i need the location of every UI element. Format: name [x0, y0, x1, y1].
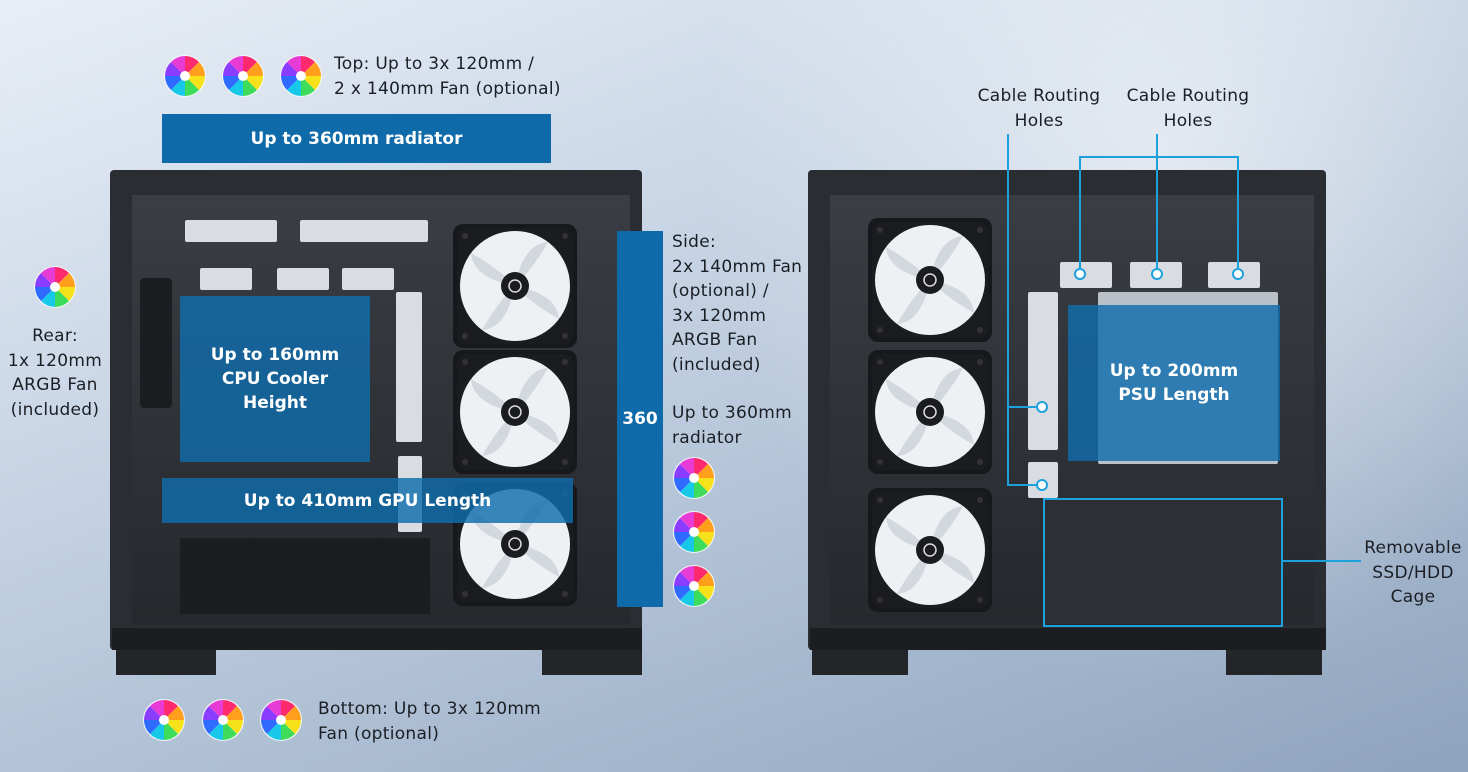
drive-cage-plate [1044, 500, 1282, 624]
side-fans-label: Side: 2x 140mm Fan (optional) / 3x 120mm… [672, 230, 802, 377]
callout-line [1009, 484, 1039, 486]
drive-cage-line1: Removable [1364, 538, 1462, 558]
cable-cutout [1028, 292, 1058, 450]
side-fans-line6: (included) [672, 354, 761, 375]
motherboard-cutout [200, 268, 252, 290]
motherboard-cutout [300, 220, 428, 242]
rear-fan-line2: 1x 120mm [7, 350, 103, 371]
rgb-fan-icon [672, 564, 716, 608]
rgb-fan-icon [672, 510, 716, 554]
left-psu-shroud [180, 538, 430, 614]
psu-length-overlay: Up to 200mm PSU Length [1068, 305, 1280, 461]
motherboard-cutout [342, 268, 394, 290]
rear-fan-line4: (included) [10, 399, 100, 420]
callout-line [1007, 134, 1009, 486]
cable-routing-2-line2: Holes [1163, 110, 1213, 131]
bottom-fans-label: Bottom: Up to 3x 120mm Fan (optional) [318, 697, 541, 746]
top-fans-line1: Top: Up to 3x 120mm / [334, 54, 535, 74]
cable-routing-1-line2: Holes [1014, 110, 1064, 131]
rear-side-fan [868, 218, 992, 342]
callout-line [1237, 156, 1239, 268]
side-fans-line3: (optional) / [672, 281, 769, 301]
top-fans-line2: 2 x 140mm Fan (optional) [334, 78, 561, 99]
cpu-cooler-overlay: Up to 160mm CPU Cooler Height [180, 296, 370, 462]
side-fan [453, 350, 577, 474]
motherboard-cutout [277, 268, 329, 290]
rear-side-fan [868, 350, 992, 474]
side-radiator-bar: 360 [617, 231, 663, 607]
drive-cage-outline [1043, 498, 1283, 627]
cpu-cooler-line2: CPU Cooler [221, 369, 329, 389]
drive-cage-line2: SSD/HDD [1372, 562, 1454, 583]
drive-cage-line3: Cage [1390, 587, 1436, 607]
psu-length-line1: Up to 200mm [1109, 361, 1239, 381]
rear-fan-line3: ARGB Fan [12, 375, 98, 395]
side-fans-line1: Side: [672, 232, 716, 252]
callout-marker [1151, 268, 1163, 280]
callout-marker [1036, 479, 1048, 491]
cable-routing-1-line1: Cable Routing [977, 86, 1101, 106]
top-fans-label: Top: Up to 3x 120mm / 2 x 140mm Fan (opt… [334, 52, 561, 101]
side-fans-line5: ARGB Fan [672, 330, 758, 350]
left-case-foot [116, 650, 216, 675]
right-case-base-rail [810, 628, 1326, 650]
callout-line [1079, 156, 1081, 268]
motherboard-cutout [185, 220, 277, 242]
top-radiator-bar: Up to 360mm radiator [162, 114, 551, 163]
right-case-foot [1226, 650, 1322, 675]
side-fans-line2: 2x 140mm Fan [672, 256, 803, 277]
motherboard-cutout [396, 292, 422, 442]
callout-line [1156, 134, 1158, 268]
rear-side-fan [868, 488, 992, 612]
drive-cage-label: Removable SSD/HDD Cage [1360, 536, 1466, 610]
right-case-foot [812, 650, 908, 675]
side-fans-line4: 3x 120mm [672, 305, 767, 326]
rgb-fan-icon [163, 54, 207, 98]
bottom-fans-line2: Fan (optional) [318, 723, 440, 744]
rear-fan-line1: Rear: [32, 326, 78, 346]
callout-marker [1074, 268, 1086, 280]
cpu-cooler-line3: Height [243, 393, 307, 413]
rgb-fan-icon [142, 698, 186, 742]
side-radiator-label: Up to 360mm radiator [672, 401, 792, 450]
rear-fan-mount [140, 278, 172, 408]
rear-fan-label: Rear: 1x 120mm ARGB Fan (included) [4, 324, 106, 422]
rgb-fan-icon [672, 456, 716, 500]
cpu-cooler-line1: Up to 160mm [210, 345, 340, 365]
cable-routing-label-2: Cable Routing Holes [1117, 84, 1259, 133]
left-case-foot [542, 650, 642, 675]
callout-marker [1036, 401, 1048, 413]
callout-marker [1232, 268, 1244, 280]
rgb-fan-icon [33, 265, 77, 309]
rgb-fan-icon [221, 54, 265, 98]
gpu-length-overlay: Up to 410mm GPU Length [162, 478, 573, 523]
callout-line [1009, 406, 1039, 408]
rgb-fan-icon [279, 54, 323, 98]
cable-routing-label-1: Cable Routing Holes [968, 84, 1110, 133]
side-radiator-line2: radiator [672, 427, 742, 448]
cable-routing-2-line1: Cable Routing [1126, 86, 1250, 106]
side-radiator-line1: Up to 360mm [672, 403, 792, 423]
psu-length-line2: PSU Length [1118, 385, 1230, 405]
side-fan [453, 224, 577, 348]
cable-cutout [1060, 262, 1112, 288]
rgb-fan-icon [201, 698, 245, 742]
callout-line [1283, 560, 1361, 562]
left-case-base-rail [112, 628, 642, 650]
callout-line [1079, 156, 1239, 158]
bottom-fans-line1: Bottom: Up to 3x 120mm [318, 699, 542, 719]
rgb-fan-icon [259, 698, 303, 742]
